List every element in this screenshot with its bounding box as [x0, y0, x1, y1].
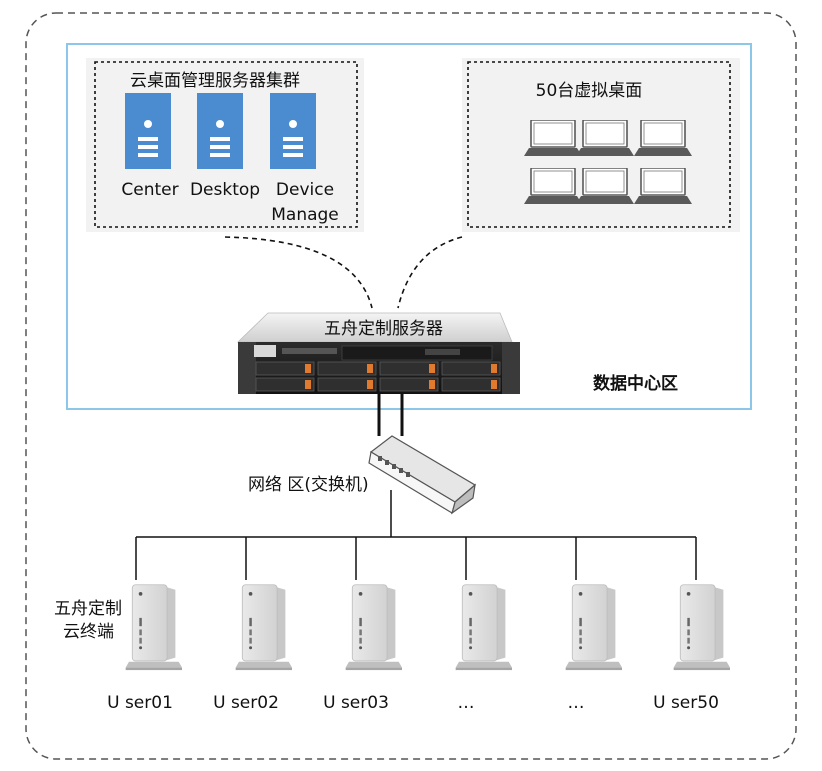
- datacenter-label: 数据中心区: [593, 374, 678, 394]
- user-label: U ser01: [107, 693, 173, 713]
- cloud-terminal-icon: [455, 584, 512, 671]
- link-to-cluster: [224, 236, 373, 309]
- cloud-terminal-icon: [345, 584, 402, 671]
- virtual-desktops-boundary: [467, 61, 731, 228]
- server-icon: [270, 93, 316, 169]
- user-label: U ser50: [653, 693, 719, 713]
- rack-server: [237, 312, 520, 394]
- outer-boundary: [25, 12, 797, 760]
- cloud-terminal-icon: [673, 584, 730, 671]
- datacenter-zone: [66, 43, 752, 410]
- virtual-desktops-title: 50台虚拟桌面: [535, 81, 643, 101]
- laptop-icon: [524, 120, 582, 156]
- network-label: 网络 区(交换机): [248, 475, 369, 495]
- management-cluster-title: 云桌面管理服务器集群: [130, 71, 300, 91]
- server-name-center: Center: [121, 180, 179, 200]
- laptop-icon: [524, 168, 582, 204]
- server-name-manage: Manage: [271, 205, 339, 225]
- link-to-desktops: [397, 236, 463, 309]
- server-icon: [197, 93, 243, 169]
- user-label: U ser03: [323, 693, 389, 713]
- server-name-desktop: Desktop: [189, 180, 261, 200]
- server-label: 五舟定制服务器: [324, 319, 443, 339]
- terminal-label-line1: 五舟定制: [54, 599, 122, 619]
- terminal-label-line2: 云终端: [63, 622, 114, 642]
- laptop-icon: [634, 168, 692, 204]
- terminal-drops: [135, 537, 697, 580]
- laptop-icon: [576, 168, 634, 204]
- laptop-icon: [576, 120, 634, 156]
- cloud-terminal-icon: [235, 584, 292, 671]
- user-label: …: [567, 693, 585, 713]
- management-cluster-boundary: [94, 61, 358, 228]
- cloud-terminal-icon: [565, 584, 622, 671]
- user-label: U ser02: [213, 693, 279, 713]
- user-label: …: [457, 693, 475, 713]
- server-icon: [125, 93, 171, 169]
- cloud-terminal-icon: [125, 584, 182, 671]
- network-switch: [368, 435, 477, 515]
- laptop-icon: [634, 120, 692, 156]
- server-name-device: Device: [275, 180, 335, 200]
